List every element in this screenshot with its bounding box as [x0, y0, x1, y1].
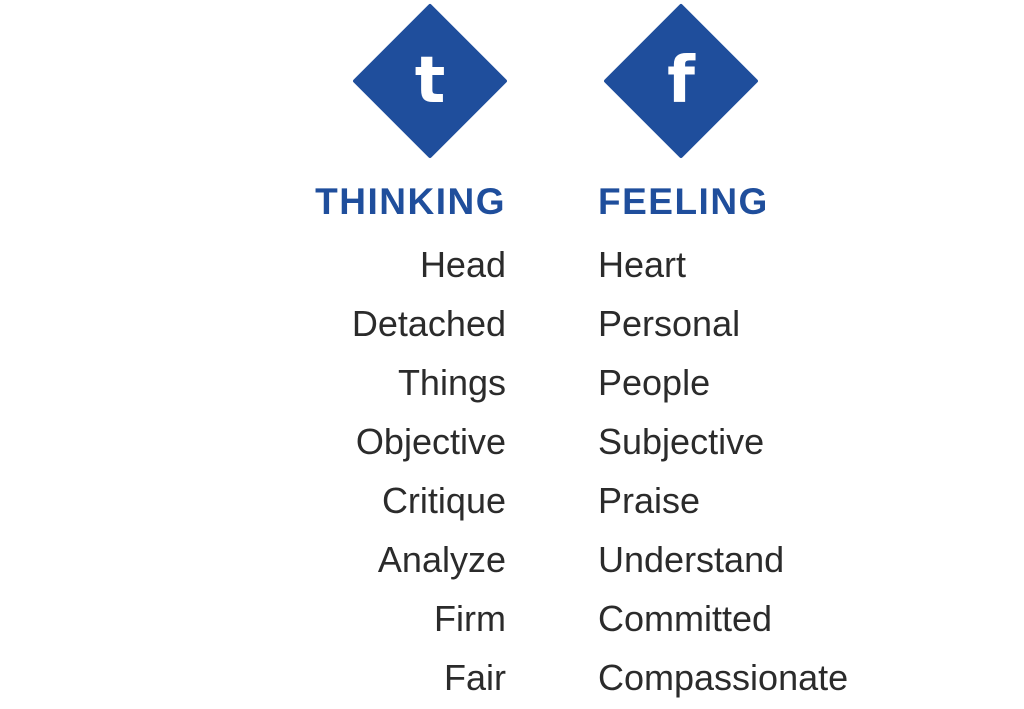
thinking-column: THINKING Head Detached Things Objective …	[315, 176, 506, 707]
feeling-heading: FEELING	[598, 181, 769, 222]
thinking-item: Analyze	[377, 539, 506, 580]
thinking-item: Firm	[434, 598, 506, 639]
feeling-diamond-icon: f	[603, 3, 759, 159]
feeling-list: Heart Personal People Subjective Praise …	[598, 235, 848, 707]
feeling-item: Understand	[598, 539, 785, 580]
feeling-item: Compassionate	[598, 657, 849, 698]
thinking-letter: t	[414, 44, 446, 118]
feeling-letter: f	[667, 44, 695, 118]
thinking-item: Detached	[351, 303, 506, 344]
feeling-item: Committed	[598, 598, 773, 639]
thinking-item: Head	[419, 244, 506, 285]
thinking-diamond-icon: t	[352, 3, 508, 159]
thinking-heading: THINKING	[315, 181, 506, 222]
feeling-item: Personal	[598, 303, 741, 344]
thinking-item: Fair	[444, 657, 506, 698]
thinking-list: Head Detached Things Objective Critique …	[315, 235, 506, 707]
feeling-item: Praise	[598, 480, 701, 521]
thinking-item: Critique	[381, 480, 506, 521]
thinking-item: Objective	[355, 421, 506, 462]
thinking-item: Things	[397, 362, 506, 403]
feeling-item: Heart	[598, 244, 687, 285]
feeling-item: People	[598, 362, 711, 403]
feeling-item: Subjective	[598, 421, 765, 462]
feeling-column: FEELING Heart Personal People Subjective…	[598, 176, 848, 707]
